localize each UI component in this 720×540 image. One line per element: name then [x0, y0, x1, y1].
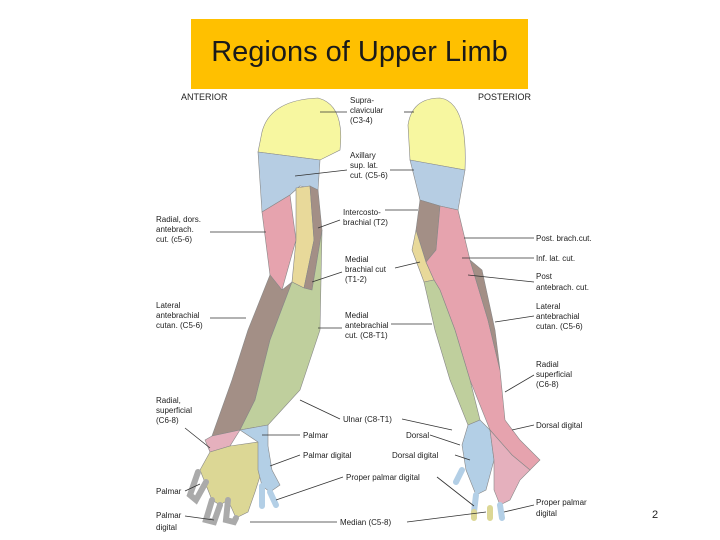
label-radial-superficial-right-1: Radial [536, 360, 559, 369]
label-proper-palmar-digital-mid: Proper palmar digital [346, 473, 420, 482]
label-radial-dors-2: antebrach. [156, 225, 194, 234]
label-post-brach: Post. brach.cut. [536, 234, 592, 243]
label-axillary-1: Axillary [350, 151, 376, 160]
label-lateral-antebrachial-left-2: antebrachial [156, 311, 200, 320]
label-lateral-antebrachial-right-3: cutan. (C5-6) [536, 322, 583, 331]
anterior-fingers [186, 469, 239, 526]
label-radial-superficial-left-2: superficial [156, 406, 192, 415]
label-inf-lat: Inf. lat. cut. [536, 254, 575, 263]
label-palmar-digital-mid: Palmar digital [303, 451, 352, 460]
posterior-radial-dorsal-hand-region [489, 429, 531, 506]
posterior-header: POSTERIOR [478, 92, 532, 102]
label-radial-dors-3: cut. (c5-6) [156, 235, 192, 244]
label-dorsal-digital-mid: Dorsal digital [392, 451, 438, 460]
label-post-antebrach-1: Post [536, 272, 553, 281]
anterior-arm [186, 97, 342, 526]
label-ulnar: Ulnar (C8-T1) [343, 415, 392, 424]
page-number: 2 [652, 509, 659, 521]
posterior-lateral-antebrachial-region [469, 259, 501, 371]
label-dorsal-digital-right: Dorsal digital [536, 421, 582, 430]
label-proper-palmar-digital-right-1: Proper palmar [536, 498, 587, 507]
posterior-ulnar-dorsal-region [461, 419, 495, 496]
label-supraclavicular-1: Supra- [350, 96, 374, 105]
label-lateral-antebrachial-left-3: cutan. (C5-6) [156, 321, 203, 330]
anterior-radial-dorsal-region [261, 194, 297, 291]
anterior-radial-superficial-region [204, 429, 241, 453]
label-palmar-mid: Palmar [303, 431, 329, 440]
label-supraclavicular-3: (C3-4) [350, 116, 373, 125]
label-axillary-3: cut. (C5-6) [350, 171, 388, 180]
label-medial-antebrachial-1: Medial [345, 311, 369, 320]
label-palmar-digital-left-1: Palmar [156, 511, 182, 520]
label-medial-antebrachial-2: antebrachial [345, 321, 389, 330]
label-dorsal-mid: Dorsal [406, 431, 429, 440]
anterior-supraclavicular-region [257, 97, 342, 161]
label-medial-antebrachial-3: cut. (C8-T1) [345, 331, 388, 340]
label-radial-dors-1: Radial, dors. [156, 215, 201, 224]
anterior-ring-little-fingers [259, 483, 279, 509]
posterior-arm [407, 97, 541, 521]
title-banner: Regions of Upper Limb [191, 19, 528, 89]
label-lateral-antebrachial-right-1: Lateral [536, 302, 561, 311]
posterior-supraclavicular-region [407, 97, 466, 171]
label-palmar-left: Palmar [156, 487, 182, 496]
label-median: Median (C5-8) [340, 518, 391, 527]
leader-lines [184, 111, 535, 523]
label-radial-superficial-left-3: (C6-8) [156, 416, 179, 425]
posterior-medial-antebrachial-region [423, 279, 481, 426]
label-intercostobrachial-1: Intercosto- [343, 208, 381, 217]
label-radial-superficial-right-2: superficial [536, 370, 572, 379]
label-post-antebrach-2: antebrach. cut. [536, 283, 589, 292]
label-medial-brachial-2: brachial cut [345, 265, 387, 274]
anterior-medial-antebrachial-region [239, 229, 323, 431]
posterior-fingertips [471, 505, 493, 521]
label-medial-brachial-3: (T1-2) [345, 275, 367, 284]
label-palmar-digital-left-2: digital [156, 523, 177, 532]
label-proper-palmar-digital-right-2: digital [536, 509, 557, 518]
label-lateral-antebrachial-right-2: antebrachial [536, 312, 580, 321]
anterior-median-palmar-region [199, 441, 263, 519]
anterior-ulnar-palmar-region [239, 424, 281, 493]
slide-title: Regions of Upper Limb [211, 36, 508, 68]
label-radial-superficial-right-3: (C6-8) [536, 380, 559, 389]
label-radial-superficial-left-1: Radial, [156, 396, 181, 405]
label-lateral-antebrachial-left-1: Lateral [156, 301, 181, 310]
label-medial-brachial-1: Medial [345, 255, 369, 264]
anterior-header: ANTERIOR [181, 92, 228, 102]
label-intercostobrachial-2: brachial (T2) [343, 218, 388, 227]
label-axillary-2: sup. lat. [350, 161, 378, 170]
label-supraclavicular-2: clavicular [350, 106, 384, 115]
